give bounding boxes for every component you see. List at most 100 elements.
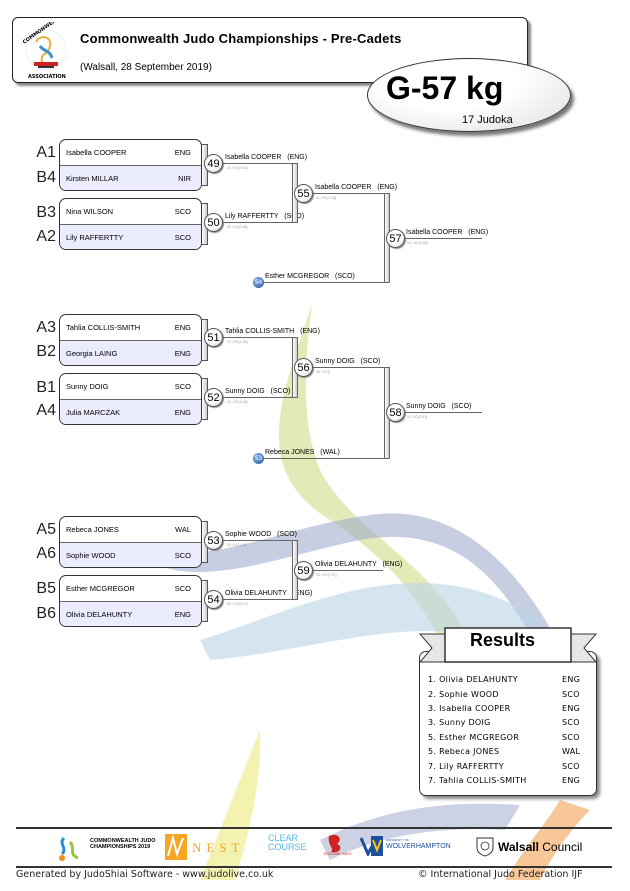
match-number[interactable]: 53: [204, 531, 223, 550]
match-score: 10 / 00 [4:16]: [227, 400, 248, 404]
match-score: 00 / 11 [1:48]: [227, 543, 248, 547]
result-place: 7.: [428, 762, 437, 771]
seed-label: A6: [36, 545, 56, 562]
seed-label: B1: [36, 379, 56, 396]
match-number[interactable]: 52: [204, 388, 223, 407]
bracket-line: [404, 238, 482, 239]
match-number[interactable]: 49: [204, 154, 223, 173]
match-winner: Sunny DOIG (SCO): [315, 358, 381, 365]
match-score: 11 / 00 [1:33]: [316, 196, 337, 200]
bracket-line: [404, 412, 482, 413]
match-winner: Tahlia COLLIS-SMITH (ENG): [225, 328, 320, 335]
match-number[interactable]: 58: [386, 403, 405, 422]
england-judo-lion-icon: [328, 834, 341, 853]
match-winner: Sunny DOIG (SCO): [406, 403, 472, 410]
competitor-country: SCO: [174, 207, 191, 216]
clearcourse-line2: COURSE: [268, 842, 307, 852]
bracket-line: [223, 599, 293, 600]
competitor-name: Rebeca JONES: [66, 525, 119, 534]
match-score: 00 / 10 [0:36]: [227, 225, 248, 229]
competitor-count: 17 Judoka: [462, 114, 513, 126]
clearcourse-logo: CLEAR COURSE: [268, 834, 307, 852]
footer-divider: [16, 866, 612, 868]
competitor-row[interactable]: Julia MARCZAK ENG: [60, 399, 201, 424]
result-country: WAL: [562, 747, 581, 756]
bracket-line: [223, 163, 293, 164]
match-winner: Olivia DELAHUNTY (ENG): [225, 590, 313, 597]
result-place: 5.: [428, 747, 437, 756]
competitor-name: Nina WILSON: [66, 207, 114, 216]
result-place: 7.: [428, 776, 437, 785]
result-place: 5.: [428, 733, 437, 742]
match-winner: Isabella COOPER (ENG): [225, 154, 308, 161]
walsall-text: Walsall: [498, 840, 539, 854]
match-winner: Isabella COOPER (ENG): [406, 229, 489, 236]
match-number[interactable]: 51: [204, 328, 223, 347]
copyright-text: © International Judo Federation IJF: [418, 869, 583, 880]
competitor-name: Julia MARCZAK: [66, 407, 121, 417]
wolverhampton-small: UNIVERSITY OF: [386, 838, 409, 842]
bracket-line: [223, 540, 293, 541]
match-number[interactable]: 55: [294, 184, 313, 203]
competitor-country: ENG: [174, 348, 191, 358]
bracket-line: [264, 282, 386, 283]
match-score: 00 / 10 [0:17]: [227, 602, 248, 606]
svg-text:ASSOCIATION: ASSOCIATION: [28, 74, 66, 80]
seed-label: B5: [36, 580, 56, 597]
results-panel: [419, 651, 597, 796]
competitor-country: ENG: [174, 407, 191, 417]
nest-logo-icon: [165, 834, 187, 860]
bracket-line: [313, 570, 383, 571]
match-number[interactable]: 59: [294, 561, 313, 580]
repechage-name: Esther MCGREGOR (SCO): [265, 273, 355, 280]
cjc-logo-icon: [59, 836, 79, 861]
results-title: Results: [470, 630, 536, 650]
competitor-row[interactable]: Georgia LAING ENG: [60, 340, 201, 365]
wolverhampton-text: WOLVERHAMPTON: [386, 843, 451, 850]
result-country: ENG: [562, 776, 581, 785]
repechage-icon: 53: [253, 453, 264, 464]
match-number[interactable]: 54: [204, 590, 223, 609]
results-ribbon: [418, 627, 598, 663]
footer-divider: [16, 827, 612, 829]
match-number[interactable]: 56: [294, 358, 313, 377]
council-text: Council: [542, 840, 583, 854]
competitor-name: Lily RAFFERTTY: [66, 232, 124, 242]
nest-logo-text: NEST: [192, 840, 245, 855]
competitor-name: Georgia LAING: [66, 348, 118, 358]
bracket-line: [223, 397, 293, 398]
competitor-name: Kirsten MILLAR: [66, 173, 119, 183]
tournament-subtitle: (Walsall, 28 September 2019): [80, 62, 212, 73]
competitor-country: ENG: [174, 148, 191, 157]
competitor-row[interactable]: Nina WILSON SCO: [60, 199, 201, 224]
match-score: 00 / 10 []: [316, 370, 330, 374]
walsall-crest-icon: [476, 837, 494, 857]
result-name: Tahlia COLLIS-SMITH: [439, 776, 527, 785]
generated-by-text: Generated by JudoShiai Software - www.ju…: [16, 869, 274, 880]
match-number[interactable]: 57: [386, 229, 405, 248]
wolverhampton-logo-icon: [360, 836, 383, 856]
bracket-line: [313, 367, 385, 368]
seed-label: B4: [36, 169, 56, 186]
walsall-council-logo: Walsall Council: [498, 840, 582, 854]
seed-label: A3: [36, 319, 56, 336]
competitor-name: Tahlia COLLIS-SMITH: [66, 323, 141, 332]
category-name: G-57 kg: [386, 70, 504, 106]
result-name: Sunny DOIG: [439, 718, 491, 727]
clearcourse-line1: CLEAR: [268, 833, 299, 843]
match-number[interactable]: 50: [204, 213, 223, 232]
